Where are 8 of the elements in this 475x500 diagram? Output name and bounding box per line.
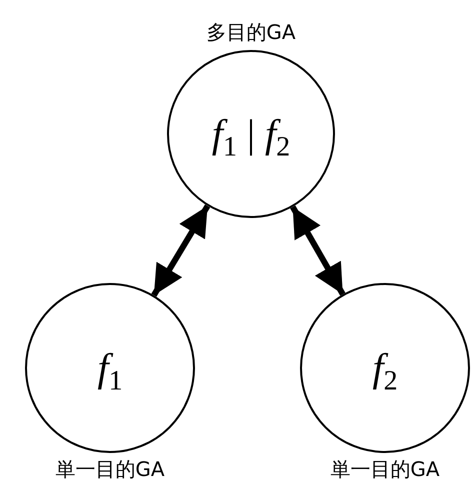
node-caption: 多目的GA <box>206 20 296 44</box>
node-caption: 単一目的GA <box>330 457 440 481</box>
double-arrow <box>290 205 346 296</box>
node-caption: 単一目的GA <box>55 457 165 481</box>
formula-text: f$_{1}$ <box>97 346 123 390</box>
double-arrow <box>151 204 210 297</box>
formula-text: f$_{2}$ <box>372 346 398 390</box>
formula-text: f$_{1}$ | f$_{2}$ <box>212 112 290 156</box>
